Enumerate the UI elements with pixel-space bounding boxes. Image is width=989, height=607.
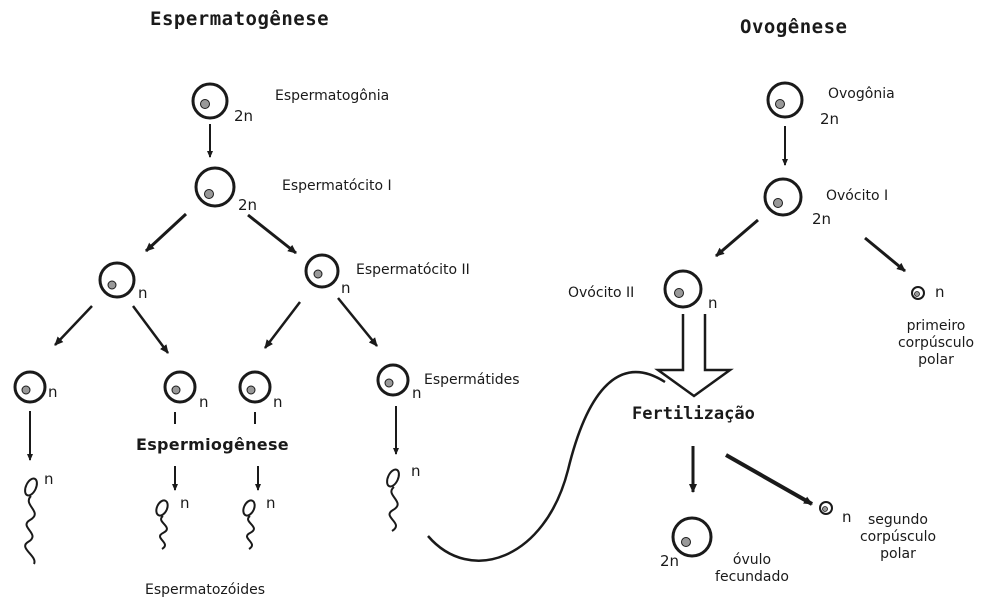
cell-fertilized-ovum <box>671 516 713 558</box>
ploidy-spermatogonium: 2n <box>234 107 254 125</box>
label-first-polar-body: primeiro corpúsculo polar <box>886 318 986 369</box>
label-spermiogenesis: Espermiogênese <box>136 435 289 454</box>
ploidy-oogonium: 2n <box>820 110 840 128</box>
cell-spermatid-3 <box>238 370 272 404</box>
spermatogenesis-title: Espermatogênese <box>150 8 330 30</box>
second-polar-body-line-1: segundo <box>868 512 928 528</box>
sperm-4 <box>386 468 400 532</box>
ploidy-sperm-3: n <box>266 494 276 512</box>
ploidy-secondary-oocyte: n <box>708 294 718 312</box>
cell-oogonium <box>766 81 804 119</box>
ploidy-spermatid-1: n <box>48 383 58 401</box>
label-second-polar-body: segundo corpúsculo polar <box>848 512 948 563</box>
label-primary-spermatocyte: Espermatócito I <box>282 178 392 194</box>
cell-primary-oocyte <box>763 177 803 217</box>
label-oogonium: Ovogônia <box>828 86 895 102</box>
first-polar-body-line-2: corpúsculo <box>897 335 975 351</box>
label-spermatids: Espermátides <box>424 372 520 388</box>
ploidy-spermatid-4: n <box>412 384 422 402</box>
cell-spermatid-4 <box>376 363 410 397</box>
cell-spermatogonium <box>191 82 229 120</box>
cell-secondary-spermatocyte-right <box>304 253 340 289</box>
ploidy-second-polar-body: n <box>842 508 852 526</box>
cell-spermatid-1 <box>13 370 47 404</box>
first-polar-body-line-3: polar <box>918 352 954 368</box>
oogenesis-title: Ovogênese <box>740 16 848 38</box>
ploidy-sperm-2: n <box>180 494 190 512</box>
oogenesis-arrows <box>689 126 906 506</box>
cell-first-polar-body <box>911 286 925 300</box>
label-secondary-spermatocyte: Espermatócito II <box>356 262 470 278</box>
sperm-path-curve <box>427 370 666 562</box>
fertilization-hollow-arrow <box>654 314 734 398</box>
second-polar-body-line-3: polar <box>880 546 916 562</box>
label-primary-oocyte: Ovócito I <box>826 188 889 204</box>
second-polar-body-line-2: corpúsculo <box>859 529 937 545</box>
ploidy-sperm-4: n <box>411 462 421 480</box>
fertilized-ovum-line-1: óvulo <box>732 552 772 568</box>
cell-primary-spermatocyte <box>194 166 236 208</box>
sperm-3 <box>242 499 256 550</box>
ploidy-sperm-1: n <box>44 470 54 488</box>
ploidy-secondary-spermatocyte-left: n <box>138 284 148 302</box>
ploidy-fertilized-ovum: 2n <box>660 552 680 570</box>
cell-secondary-spermatocyte-left <box>98 261 136 299</box>
cell-spermatid-2 <box>163 370 197 404</box>
ploidy-spermatid-3: n <box>273 393 283 411</box>
ploidy-first-polar-body: n <box>935 283 945 301</box>
first-polar-body-line-1: primeiro <box>906 318 966 334</box>
label-fertilized-ovum: óvulo fecundado <box>712 552 792 586</box>
ploidy-spermatid-2: n <box>199 393 209 411</box>
label-spermatogonium: Espermatogônia <box>275 88 390 104</box>
ploidy-primary-spermatocyte: 2n <box>238 196 258 214</box>
label-secondary-oocyte: Ovócito II <box>568 285 635 301</box>
sperm-1 <box>24 477 38 565</box>
cell-secondary-oocyte <box>663 269 703 309</box>
spermatogenesis-arrows <box>27 124 399 491</box>
ploidy-secondary-spermatocyte-right: n <box>341 279 351 297</box>
ploidy-primary-oocyte: 2n <box>812 210 832 228</box>
cell-second-polar-body <box>819 501 833 515</box>
fertilized-ovum-line-2: fecundado <box>715 569 789 585</box>
label-spermatozoa: Espermatozóides <box>145 582 266 598</box>
sperm-2 <box>155 499 169 550</box>
label-fertilization: Fertilização <box>632 404 755 424</box>
